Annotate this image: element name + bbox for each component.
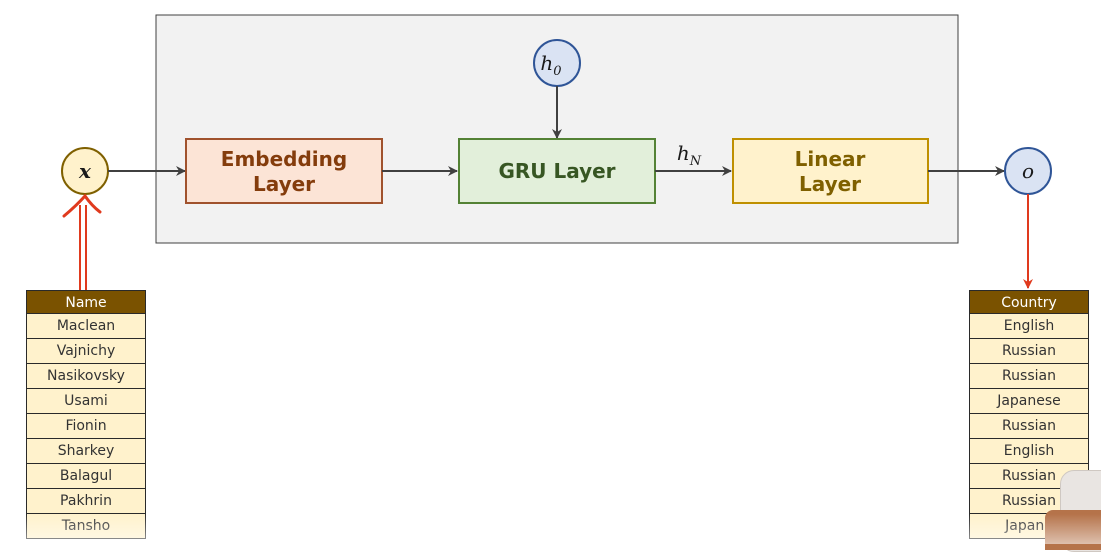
name-table-row: Sharkey — [26, 439, 146, 464]
name-table-row: Pakhrin — [26, 489, 146, 514]
name-table-row: Vajnichy — [26, 339, 146, 364]
name-table-row: Usami — [26, 389, 146, 414]
country-table-row: Russian — [969, 364, 1089, 389]
name-table-header: Name — [26, 290, 146, 314]
h0-node-label: h0 — [540, 51, 561, 79]
country-table-row: English — [969, 439, 1089, 464]
gru-layer-label: GRU Layer — [498, 159, 615, 183]
country-table-row: Russian — [969, 414, 1089, 439]
name-table-row: Tansho — [26, 514, 146, 539]
linear-layer-label-2: Layer — [799, 172, 861, 196]
name-table-row: Fionin — [26, 414, 146, 439]
annotation-arrowhead-x — [62, 193, 102, 218]
country-table-row: English — [969, 314, 1089, 339]
name-table: Name Maclean Vajnichy Nasikovsky Usami F… — [26, 290, 146, 539]
embedding-layer-box — [185, 138, 383, 204]
output-node-label: o — [1022, 159, 1034, 183]
video-overlay-thumbnail — [1045, 510, 1101, 550]
annotation-arrow-name-to-x — [79, 205, 87, 305]
linear-layer-box — [732, 138, 929, 204]
embedding-layer-label-2: Layer — [253, 172, 315, 196]
linear-layer-label-1: Linear — [795, 147, 866, 171]
input-node-label: x — [78, 159, 92, 183]
country-table-header: Country — [969, 290, 1089, 314]
name-table-row: Balagul — [26, 464, 146, 489]
name-table-row: Nasikovsky — [26, 364, 146, 389]
name-table-row: Maclean — [26, 314, 146, 339]
country-table-row: Russian — [969, 339, 1089, 364]
hN-label: hN — [677, 141, 702, 169]
country-table-row: Japanese — [969, 389, 1089, 414]
embedding-layer-label-1: Embedding — [221, 147, 347, 171]
